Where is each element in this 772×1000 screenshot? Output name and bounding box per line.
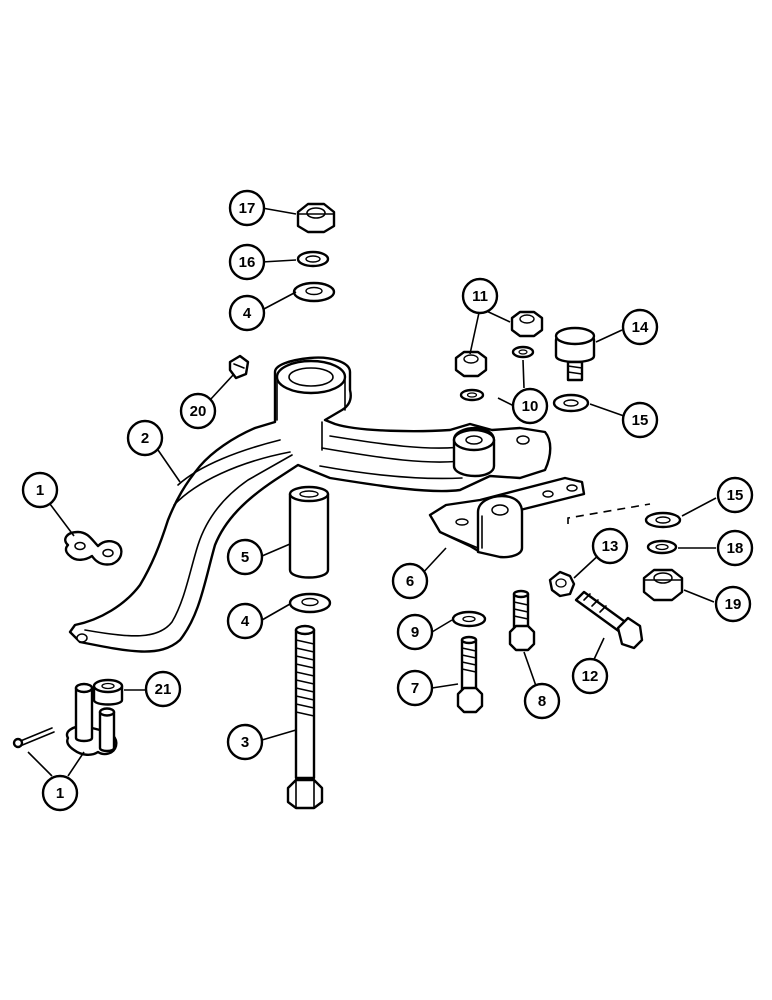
callout-16: 16 <box>228 243 266 281</box>
callout-label: 4 <box>241 613 250 630</box>
callout-1-lower: 1 <box>41 774 79 812</box>
callout-label: 14 <box>632 319 649 336</box>
callout-15-lower: 15 <box>716 476 754 514</box>
callout-1-upper: 1 <box>21 471 59 509</box>
callout-label: 1 <box>36 482 44 499</box>
callout-2: 2 <box>126 419 164 457</box>
part-flat-washer-lower <box>288 592 332 614</box>
callout-label: 16 <box>239 254 256 271</box>
part-top-lock-nut <box>296 202 336 234</box>
callout-10: 10 <box>511 387 549 425</box>
callout-6: 6 <box>391 562 429 600</box>
part-grease-fitting <box>228 354 250 380</box>
part-flat-washer-top <box>292 281 336 303</box>
part-nut-13 <box>548 570 576 598</box>
part-nut-11-upper <box>510 310 544 338</box>
part-mounting-bracket <box>428 476 586 559</box>
part-washer-15-lower <box>644 511 682 529</box>
callout-18: 18 <box>716 529 754 567</box>
callout-label: 2 <box>141 430 149 447</box>
part-washer-15-upper <box>552 393 590 413</box>
callout-label: 1 <box>56 785 64 802</box>
callout-13: 13 <box>591 527 629 565</box>
callout-label: 11 <box>472 288 488 305</box>
part-nut-11-lower <box>454 350 488 378</box>
callout-21: 21 <box>144 670 182 708</box>
alignment-dashed-line <box>567 503 651 524</box>
callout-4-upper: 4 <box>228 294 266 332</box>
part-link-pin-assembly <box>12 682 118 756</box>
callout-label: 9 <box>411 624 419 641</box>
callout-19: 19 <box>714 585 752 623</box>
callout-label: 19 <box>725 596 742 613</box>
part-lock-washer-16 <box>296 250 330 268</box>
callout-label: 13 <box>602 538 619 555</box>
part-support-bracket <box>68 356 552 653</box>
part-bolt-8 <box>508 589 536 652</box>
callout-4-lower: 4 <box>226 602 264 640</box>
callout-15-upper: 15 <box>621 401 659 439</box>
part-bolt-7 <box>456 635 484 714</box>
callout-7: 7 <box>396 669 434 707</box>
part-link-plate <box>64 530 123 566</box>
callout-5: 5 <box>226 538 264 576</box>
callout-label: 17 <box>239 200 256 217</box>
part-long-bolt <box>286 624 324 810</box>
part-sleeve <box>288 485 330 579</box>
callout-label: 6 <box>406 573 414 590</box>
callout-label: 7 <box>411 680 419 697</box>
callout-12: 12 <box>571 657 609 695</box>
callout-label: 21 <box>155 681 172 698</box>
callout-label: 5 <box>241 549 249 566</box>
callout-17: 17 <box>228 189 266 227</box>
callout-20: 20 <box>179 392 217 430</box>
callout-label: 15 <box>632 412 649 429</box>
callout-label: 4 <box>243 305 252 322</box>
callout-11: 11 <box>461 277 499 315</box>
callout-8: 8 <box>523 682 561 720</box>
leader-lines <box>27 207 717 777</box>
callout-3: 3 <box>226 723 264 761</box>
part-nut-19 <box>642 568 684 602</box>
callout-label: 18 <box>727 540 744 557</box>
callout-label: 15 <box>727 487 744 504</box>
callout-14: 14 <box>621 308 659 346</box>
part-angled-bolt <box>574 590 644 650</box>
part-washer-9 <box>451 610 487 628</box>
part-bushing <box>92 678 124 706</box>
part-rubber-bumper <box>554 326 596 382</box>
callout-label: 8 <box>538 693 546 710</box>
callout-label: 10 <box>522 398 539 415</box>
part-lock-washers-10 <box>459 345 535 402</box>
part-lock-washer-18 <box>646 539 678 555</box>
callout-label: 12 <box>582 668 599 685</box>
callout-9: 9 <box>396 613 434 651</box>
callout-label: 3 <box>241 734 249 751</box>
callout-label: 20 <box>190 403 207 420</box>
